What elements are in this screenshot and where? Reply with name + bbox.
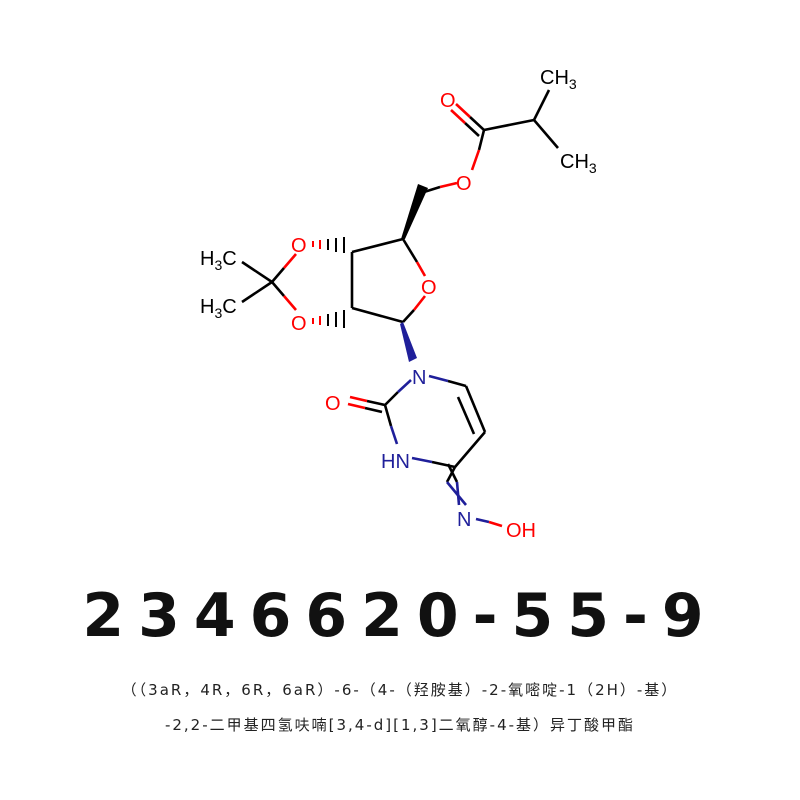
ester-oxygen-label: O <box>456 173 472 195</box>
dioxolane-lower-oxygen-label: O <box>291 313 307 335</box>
oxime-nitrogen-label: N <box>457 509 471 531</box>
carbonyl-oxygen-label: O <box>440 90 456 112</box>
n1-nitrogen-label: N <box>412 367 426 389</box>
chemical-structure-diagram: O O CH3 CH3 O O O H3C H3C N O HN N OH <box>200 67 597 542</box>
bond <box>532 89 551 121</box>
ring-oxygen-label: O <box>421 277 437 299</box>
cas-number: 2346620-55-9 <box>82 581 718 651</box>
methyl-h3c-top-label: H3C <box>200 248 237 273</box>
bond <box>483 118 535 132</box>
methyl-top-label: CH3 <box>540 67 577 92</box>
oxime-hydroxyl-label: OH <box>506 520 536 542</box>
n3-nh-label: HN <box>381 451 410 473</box>
chemical-name-line-1: （（3aR，4R，6R，6aR）-6-（4-（羟胺基）-2-氧嘧啶-1（2H）-… <box>121 681 679 699</box>
dioxolane-upper-oxygen-label: O <box>291 235 307 257</box>
chemical-name-line-2: -2,2-二甲基四氢呋喃[3,4-d][1,3]二氧醇-4-基）异丁酸甲酯 <box>164 716 636 734</box>
bond <box>533 119 559 149</box>
c2-carbonyl-oxygen-label: O <box>325 393 341 415</box>
methyl-bottom-label: CH3 <box>560 151 597 176</box>
methyl-h3c-bottom-label: H3C <box>200 296 237 321</box>
